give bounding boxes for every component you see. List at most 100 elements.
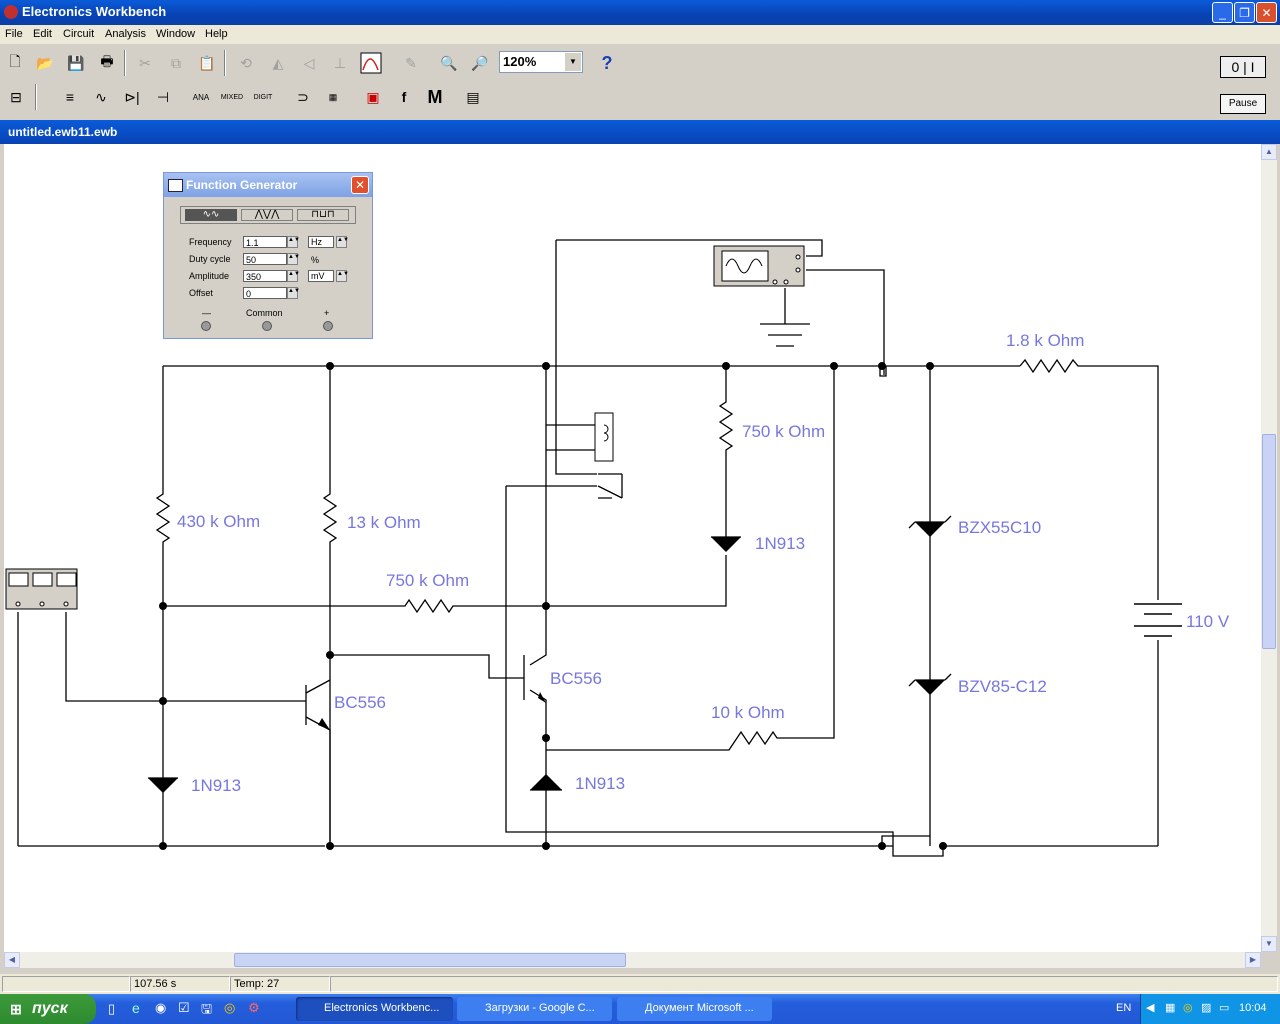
language-indicator[interactable]: EN xyxy=(1116,1002,1132,1014)
transistors-icon[interactable]: ⊣ xyxy=(150,84,176,110)
digital-icon[interactable]: ▦ xyxy=(320,84,346,110)
pause-button[interactable]: Pause xyxy=(1220,94,1266,114)
amplitude-spinner[interactable]: ▲▼ xyxy=(287,270,300,282)
windows-logo-icon: ⊞ xyxy=(10,1001,22,1017)
app-title: Electronics Workbench xyxy=(22,4,167,19)
quicklaunch-ewb-icon[interactable]: ⚙ xyxy=(248,1000,260,1015)
duty-cycle-input[interactable]: 50 xyxy=(243,253,287,265)
resistor-label-750k-horizontal: 750 k Ohm xyxy=(386,571,470,590)
square-wave-button[interactable]: ⊓⊔⊓ xyxy=(297,209,349,221)
close-icon[interactable]: ✕ xyxy=(351,176,369,194)
basic-icon[interactable]: ∿ xyxy=(88,84,114,110)
flip-horizontal-icon[interactable]: ◭ xyxy=(265,50,291,76)
vertical-scrollbar[interactable]: ▲ ▼ xyxy=(1261,144,1277,952)
component-properties-icon[interactable]: ✎ xyxy=(398,50,424,76)
horizontal-scroll-thumb[interactable] xyxy=(234,953,626,967)
task-chrome-downloads[interactable]: Загрузки - Google C... xyxy=(457,997,612,1021)
instruments-icon[interactable]: ▤ xyxy=(460,84,486,110)
tray-expand-icon[interactable]: ◀ xyxy=(1146,1002,1155,1014)
close-button[interactable]: ✕ xyxy=(1256,2,1277,23)
start-button[interactable]: ⊞ пуск xyxy=(0,994,96,1024)
quicklaunch-save-icon[interactable]: 🖫 xyxy=(201,1001,213,1016)
flip-vertical-icon[interactable]: ◁ xyxy=(296,50,322,76)
tray-app-icon[interactable]: ▨ xyxy=(1201,1002,1212,1014)
zoom-select[interactable]: 120% ▼ xyxy=(499,51,583,73)
duty-cycle-spinner[interactable]: ▲▼ xyxy=(287,253,300,265)
graph-icon[interactable] xyxy=(358,50,384,76)
digital-ics-icon[interactable]: DIGIT xyxy=(250,84,276,110)
sine-wave-button[interactable]: ∿∿ xyxy=(185,209,237,221)
document-title: untitled.ewb11.ewb xyxy=(8,125,118,139)
task-word-document[interactable]: Документ Microsoft ... xyxy=(617,997,772,1021)
new-file-icon[interactable]: 🗋 xyxy=(2,50,28,76)
scroll-up-button[interactable]: ▲ xyxy=(1261,144,1277,160)
controls-icon[interactable]: f xyxy=(391,84,417,110)
save-icon[interactable]: 💾 xyxy=(63,50,89,76)
frequency-unit-spinner[interactable]: ▲▼ xyxy=(336,236,349,248)
help-button[interactable]: ? xyxy=(594,50,620,76)
app-icon xyxy=(4,5,18,19)
maximize-button[interactable]: ❐ xyxy=(1234,2,1255,23)
quicklaunch-tasks-icon[interactable]: ☑ xyxy=(178,1000,190,1015)
chevron-down-icon[interactable]: ▼ xyxy=(565,53,581,71)
scroll-right-button[interactable]: ▶ xyxy=(1245,952,1261,968)
quicklaunch-ie-icon[interactable]: e xyxy=(132,1000,140,1016)
frequency-input[interactable]: 1.1 xyxy=(243,236,287,248)
minimize-button[interactable]: _ xyxy=(1212,2,1233,23)
menu-help[interactable]: Help xyxy=(205,28,228,40)
system-tray: ◀ ▦ ◎ ▨ ▭ 10:04 xyxy=(1140,994,1280,1024)
parts-bin-icon[interactable]: ⊟ xyxy=(3,84,29,110)
offset-spinner[interactable]: ▲▼ xyxy=(287,287,300,299)
copy-icon[interactable]: ⧉ xyxy=(163,50,189,76)
vertical-scroll-thumb[interactable] xyxy=(1262,434,1276,649)
menu-edit[interactable]: Edit xyxy=(33,28,52,40)
menu-window[interactable]: Window xyxy=(156,28,196,40)
miscellaneous-icon[interactable]: M xyxy=(422,84,448,110)
zoom-in-icon[interactable]: 🔎 xyxy=(467,50,493,76)
analog-ics-icon[interactable]: ANA xyxy=(188,84,214,110)
zoom-out-icon[interactable]: 🔍 xyxy=(436,50,462,76)
amplitude-unit-spinner[interactable]: ▲▼ xyxy=(336,270,349,282)
scroll-left-button[interactable]: ◀ xyxy=(4,952,20,968)
scroll-down-button[interactable]: ▼ xyxy=(1261,936,1277,952)
tray-chrome-icon[interactable]: ◎ xyxy=(1183,1002,1193,1014)
sources-icon[interactable]: ≡ xyxy=(57,84,83,110)
toolbar-main: 🗋 📂 💾 🖶 ✂ ⧉ 📋 ⟲ ◭ ◁ ⊥ ✎ 🔍 🔎 120% ▼ ? 0 |… xyxy=(0,48,1280,80)
tray-network-icon[interactable]: ▦ xyxy=(1165,1002,1176,1014)
mixed-ics-icon[interactable]: MIXED xyxy=(219,84,245,110)
paste-icon[interactable]: 📋 xyxy=(194,50,220,76)
frequency-spinner[interactable]: ▲▼ xyxy=(287,236,300,248)
rotate-icon[interactable]: ⟲ xyxy=(233,50,259,76)
quicklaunch-chrome-icon[interactable]: ◎ xyxy=(224,1000,236,1015)
quicklaunch-media-icon[interactable]: ◉ xyxy=(155,1000,167,1015)
power-switch-icon[interactable]: 0 | I xyxy=(1220,56,1266,78)
triangle-wave-button[interactable]: ⋀⋁⋀ xyxy=(241,209,293,221)
amplitude-input[interactable]: 350 xyxy=(243,270,287,282)
tray-monitor-icon[interactable]: ▭ xyxy=(1219,1002,1230,1014)
taskbar: ⊞ пуск ▯ e ◉ ☑ 🖫 ◎ ⚙ Electronics Workben… xyxy=(0,994,1280,1024)
negative-terminal[interactable] xyxy=(201,321,211,331)
print-icon[interactable]: 🖶 xyxy=(94,50,120,76)
menu-analysis[interactable]: Analysis xyxy=(105,28,146,40)
frequency-unit-select[interactable]: Hz xyxy=(308,236,334,248)
indicators-icon[interactable]: ▣ xyxy=(360,84,386,110)
zoom-value: 120% xyxy=(503,54,537,69)
status-blank-cell xyxy=(2,976,130,992)
function-generator-titlebar[interactable]: Function Generator ✕ xyxy=(164,173,372,197)
cut-icon[interactable]: ✂ xyxy=(132,50,158,76)
offset-input[interactable]: 0 xyxy=(243,287,287,299)
amplitude-unit-select[interactable]: mV xyxy=(308,270,334,282)
frequency-label: Frequency xyxy=(189,237,232,247)
open-folder-icon[interactable]: 📂 xyxy=(32,50,58,76)
logic-gates-icon[interactable]: ⊃ xyxy=(290,84,316,110)
task-electronics-workbench[interactable]: Electronics Workbenc... xyxy=(296,997,453,1021)
diodes-icon[interactable]: ⊳| xyxy=(119,84,145,110)
subcircuit-icon[interactable]: ⊥ xyxy=(327,50,353,76)
horizontal-scrollbar[interactable]: ◀ ▶ xyxy=(4,952,1261,968)
common-terminal-label: Common xyxy=(246,308,283,318)
menu-file[interactable]: File xyxy=(5,28,23,40)
menu-circuit[interactable]: Circuit xyxy=(63,28,95,40)
quicklaunch-desktop-icon[interactable]: ▯ xyxy=(108,1001,116,1016)
common-terminal[interactable] xyxy=(262,321,272,331)
positive-terminal[interactable] xyxy=(323,321,333,331)
